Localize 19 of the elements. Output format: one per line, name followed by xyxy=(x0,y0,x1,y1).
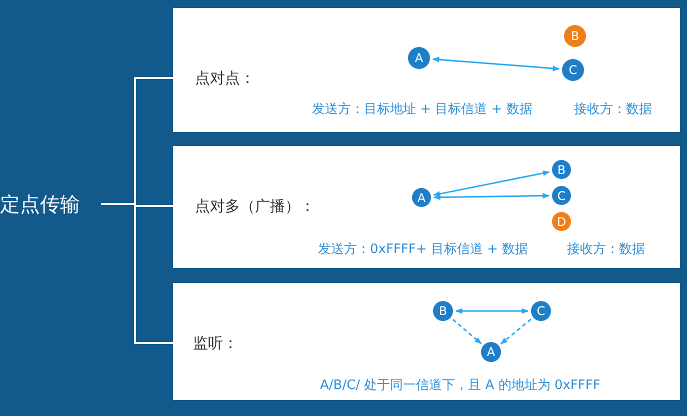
mode-panel xyxy=(173,8,680,132)
panel-note: 接收方：数据 xyxy=(574,101,652,119)
panel-note: 发送方：0xFFFF+ 目标信道 + 数据 xyxy=(318,241,528,259)
arrow xyxy=(433,170,550,197)
mode-panel xyxy=(173,283,680,400)
panel-note: A/B/C/ 处于同一信道下，且 A 的地址为 0xFFFF xyxy=(320,377,600,395)
topic-label: 定点传输 xyxy=(0,189,97,219)
panel-heading: 点对点： xyxy=(195,68,255,89)
panel-heading: 监听： xyxy=(193,333,238,354)
panel-heading: 点对多（广播）： xyxy=(195,196,315,217)
arrow xyxy=(500,318,532,344)
arrow xyxy=(455,308,529,314)
bracket-connector xyxy=(101,203,173,344)
arrow xyxy=(452,318,482,344)
panel-note: 发送方：目标地址 + 目标信道 + 数据 xyxy=(312,101,532,119)
mode-panel xyxy=(173,146,680,268)
panel-note: 接收方：数据 xyxy=(567,241,645,259)
arrow xyxy=(433,192,550,200)
arrow xyxy=(432,56,560,72)
